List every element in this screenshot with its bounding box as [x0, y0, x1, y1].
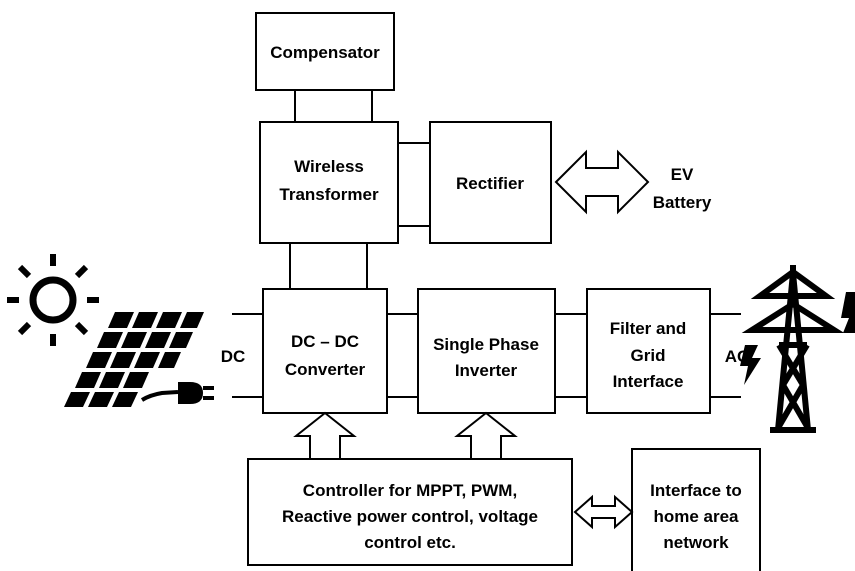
battery-label: Battery [653, 193, 712, 212]
transmission-tower-icon [741, 265, 845, 433]
wireless-transformer-block: Wireless Transformer [259, 121, 399, 244]
controller-converter-up-arrow [293, 411, 357, 460]
home-interface-label-line3: network [663, 533, 729, 552]
controller-home-double-arrow [573, 494, 634, 530]
ev-label: EV [671, 165, 694, 184]
wireless-transformer-label-line2: Transformer [279, 185, 379, 204]
solar-panel-icon [64, 312, 204, 407]
controller-block: Controller for MPPT, PWM, Reactive power… [247, 458, 573, 566]
lightning-icon [841, 292, 855, 333]
lightning-icon [740, 345, 761, 385]
dcdc-converter-label-line1: DC – DC [291, 332, 359, 351]
compensator-label: Compensator [270, 43, 380, 62]
controller-inverter-up-arrow [454, 411, 518, 460]
rectifier-battery-double-arrow [554, 149, 650, 215]
filter-label-line1: Filter and [610, 319, 687, 338]
plug-icon [140, 382, 214, 404]
filter-grid-interface-block: Filter and Grid Interface [586, 288, 711, 414]
controller-label-line1: Controller for MPPT, PWM, [303, 481, 517, 500]
sun-icon [7, 254, 99, 346]
rectifier-block: Rectifier [429, 121, 552, 244]
inverter-label-line2: Inverter [455, 361, 518, 380]
compensator-block: Compensator [255, 12, 395, 91]
controller-label-line2: Reactive power control, voltage [282, 507, 538, 526]
home-interface-label-line2: home area [653, 507, 739, 526]
wireless-transformer-label-line1: Wireless [294, 157, 364, 176]
home-area-interface-block: Interface to home area network [631, 448, 761, 571]
controller-label-line3: control etc. [364, 533, 456, 552]
filter-label-line3: Interface [613, 372, 684, 391]
rectifier-label: Rectifier [456, 174, 524, 193]
home-interface-label-line1: Interface to [650, 481, 742, 500]
inverter-block: Single Phase Inverter [417, 288, 556, 414]
dc-label: DC [221, 347, 246, 366]
filter-label-line2: Grid [631, 346, 666, 365]
connections [232, 90, 741, 398]
dcdc-converter-label-line2: Converter [285, 360, 366, 379]
dcdc-converter-block: DC – DC Converter [262, 288, 388, 414]
inverter-label-line1: Single Phase [433, 335, 539, 354]
